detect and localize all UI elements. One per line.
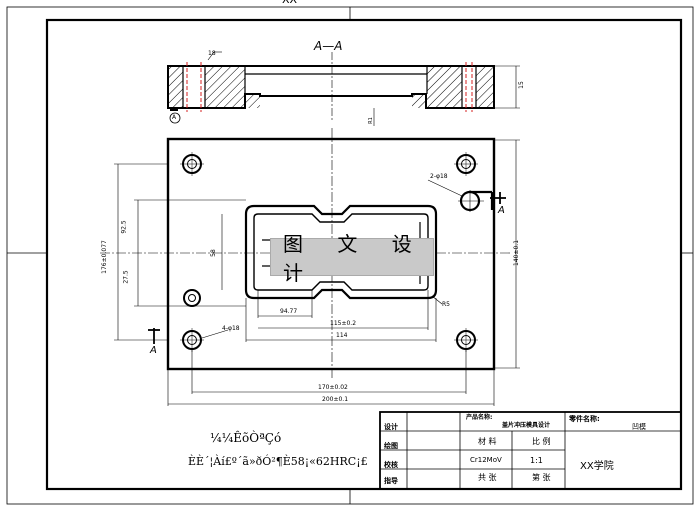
hole-top-left <box>180 152 204 176</box>
drawing-border <box>45 18 683 491</box>
plan-view <box>100 128 520 406</box>
dim-r5: R5 <box>442 301 450 308</box>
section-title: A—A <box>314 39 343 53</box>
pin-hole-left <box>183 289 201 307</box>
section-cut-marks <box>148 192 506 344</box>
dim-hole-note-4: 4-φ18 <box>222 325 240 332</box>
tb-part-value: 凹模 <box>632 423 646 431</box>
section-marker-label: A <box>172 114 177 121</box>
view-letter-right: A <box>498 205 505 216</box>
tech-req-title: ¼¼ÊõÒªÇó <box>210 431 282 445</box>
dim-right-outer: 140±0.1 <box>513 239 521 267</box>
cavity-inner <box>253 213 429 291</box>
dim-inner-114: 114 <box>336 332 348 339</box>
tb-school: XX学院 <box>580 461 614 472</box>
dim-left-inner: 58 <box>209 249 217 257</box>
tb-product-label: 产品名称: <box>466 414 493 421</box>
top-label: XX <box>282 0 297 5</box>
tech-req-body: ÈÈ´¦Àí£º´ã»ðÓ²¶È58¡«62HRC¡£ <box>188 455 368 468</box>
zone-marks <box>7 7 693 504</box>
dim-left-outer: 176±0.077 <box>100 240 108 274</box>
dim-left-mid: 92.5 <box>120 220 128 234</box>
dim-side-thk: 15 <box>517 81 525 89</box>
dim-inner-center: 115±0.2 <box>330 320 357 327</box>
tb-row-label-4: 指导 <box>384 477 398 485</box>
dim-left-low: 27.5 <box>122 270 130 284</box>
tb-product-value: 盖片冲压模具设计 <box>502 422 551 429</box>
dimension-lines <box>114 139 520 406</box>
hole-bottom-left <box>180 328 204 352</box>
tb-row-label-3: 校核 <box>384 461 398 469</box>
tb-material-value: Cr12MoV <box>470 456 502 464</box>
title-block <box>379 411 682 490</box>
section-marker-circle <box>169 112 181 124</box>
dim-bot-200: 200±0.1 <box>322 396 349 403</box>
dim-top-tag: 18 <box>208 50 216 57</box>
hole-bottom-right <box>454 328 478 352</box>
tb-total-label: 共 张 <box>478 473 497 482</box>
section-view <box>167 51 520 126</box>
tb-sheet-label: 第 张 <box>532 473 551 482</box>
tb-row-label-1: 设计 <box>384 423 398 431</box>
hole-top-right <box>454 152 478 176</box>
dim-inner-94: 94.77 <box>280 308 298 315</box>
tb-scale-value: 1:1 <box>530 456 543 465</box>
dim-hole-note: 2-φ18 <box>430 173 448 180</box>
plate-outline <box>166 137 496 371</box>
dim-small-tag: R1 <box>367 117 374 124</box>
pin-hole-right <box>458 190 494 212</box>
dim-bot-170: 170±0.02 <box>318 384 348 391</box>
view-letter-left: A <box>150 345 157 356</box>
tb-part-label: 零件名称: <box>569 415 600 423</box>
watermark-banner: 图 文 设 计 <box>270 232 434 285</box>
watermark-text: 图 文 设 计 <box>283 232 426 285</box>
tb-scale-label: 比 例 <box>532 437 551 446</box>
tb-row-label-2: 绘图 <box>384 442 398 450</box>
tb-material-label: 材 料 <box>478 437 497 446</box>
